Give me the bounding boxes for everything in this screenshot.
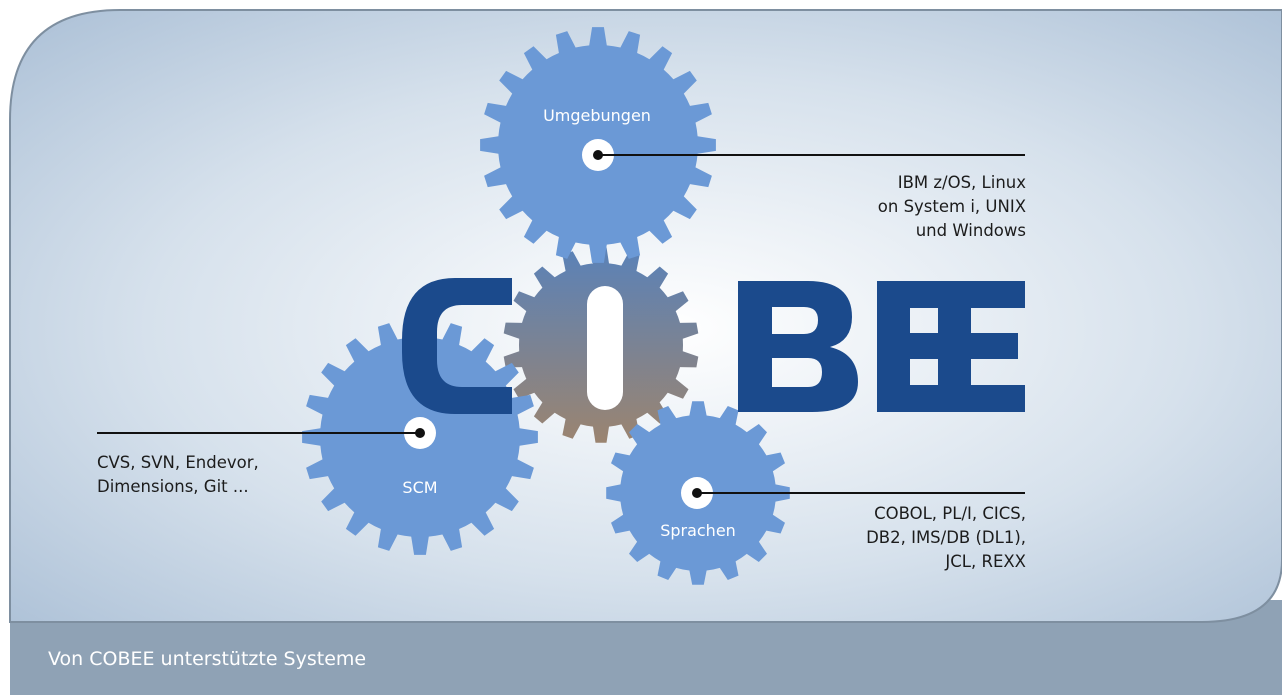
cobee-logo <box>402 278 1025 414</box>
environments-note-line: und Windows <box>915 221 1026 240</box>
languages-note-line: COBOL, PL/I, CICS, <box>874 504 1026 523</box>
scm-note: CVS, SVN, Endevor, Dimensions, Git ... <box>97 451 259 499</box>
scm-note-line: CVS, SVN, Endevor, <box>97 453 259 472</box>
connectors <box>97 139 1025 509</box>
logo-letter-e1 <box>877 281 964 412</box>
environments-note-line: on System i, UNIX <box>877 197 1026 216</box>
environments-note: IBM z/OS, Linux on System i, UNIX und Wi… <box>878 171 1026 243</box>
caption-bar <box>10 600 1282 695</box>
logo-letter-c <box>402 278 512 414</box>
logo-letter-b <box>738 281 858 412</box>
figure-caption: Von COBEE unterstützte Systeme <box>48 648 367 670</box>
gear-label-languages: Sprachen <box>660 521 736 540</box>
scm-note-line: Dimensions, Git ... <box>97 477 249 496</box>
environments-note-line: IBM z/OS, Linux <box>897 173 1026 192</box>
gear-label-environments: Umgebungen <box>543 106 651 125</box>
gear-label-scm: SCM <box>402 478 438 497</box>
logo-letter-o <box>587 286 623 410</box>
logo-letter-e2 <box>938 281 1025 412</box>
languages-note-line: DB2, IMS/DB (DL1), <box>866 528 1026 547</box>
languages-note-line: JCL, REXX <box>945 552 1026 571</box>
languages-note: COBOL, PL/I, CICS, DB2, IMS/DB (DL1), JC… <box>866 502 1026 574</box>
